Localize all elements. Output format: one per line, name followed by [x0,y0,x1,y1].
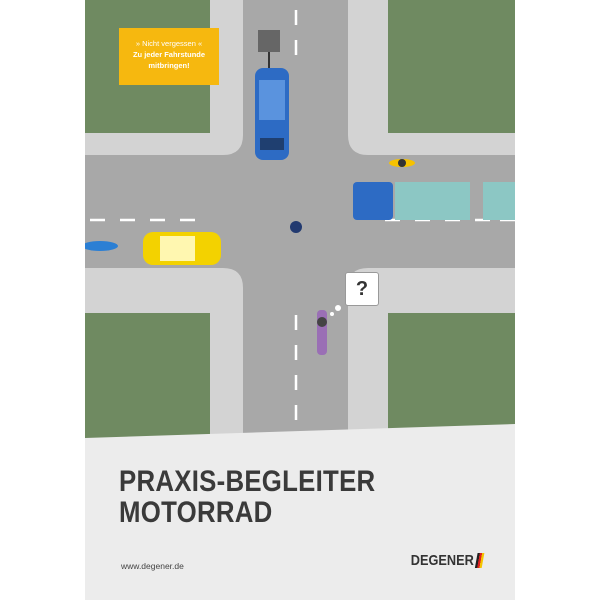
book-title: PRAXIS-BEGLEITER MOTORRAD [119,466,375,528]
yellow-car [143,232,221,265]
grass-bottom-left [85,313,210,443]
intersection-illustration [85,0,515,600]
truck [353,182,515,220]
reminder-line-2: Zu jeder Fahrstunde mitbringen! [132,50,206,70]
title-line-1: PRAXIS-BEGLEITER [119,465,376,498]
pedestrian [290,221,302,233]
motorcycle-rider [317,310,327,355]
publisher-name: DEGENER [410,552,474,569]
cyclist [389,159,415,167]
blue-van [255,68,289,160]
title-line-2: MOTORRAD [119,496,273,529]
publisher-logo: DEGENER [410,552,485,569]
road [85,0,515,440]
trailer-top [258,30,280,68]
reminder-line-1: » Nicht vergessen « [135,39,203,48]
grass-top-right [388,0,515,133]
question-bubble: ? [345,272,379,306]
motorcycle-left [85,241,118,251]
grass-bottom-right [388,313,515,443]
book-cover: ? » Nicht vergessen « Zu jeder Fahrstund… [85,0,515,600]
flag-icon [474,553,485,568]
reminder-sign: » Nicht vergessen « Zu jeder Fahrstunde … [119,28,219,85]
title-panel [85,424,515,600]
website-link[interactable]: www.degener.de [121,561,184,571]
